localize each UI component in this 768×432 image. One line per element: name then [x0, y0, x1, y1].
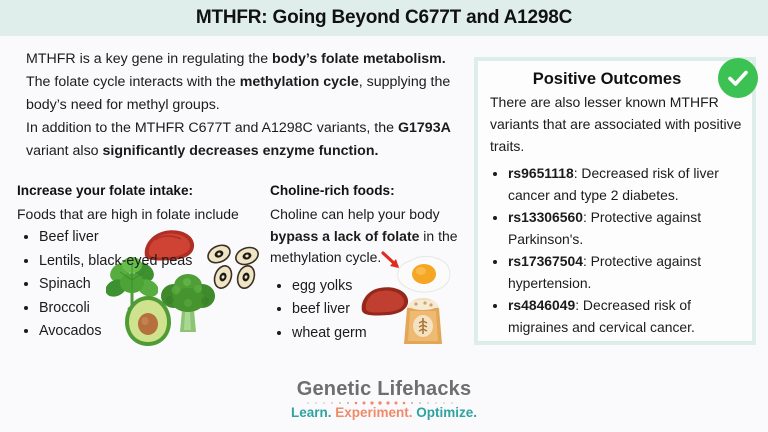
tagline-learn: Learn.: [290, 405, 332, 420]
variant-rsid: rs13306560: [508, 209, 583, 225]
variant-effect: Decreased risk of liver cancer and type …: [508, 165, 719, 203]
list-item: wheat germ: [292, 322, 470, 346]
list-item: Broccoli: [39, 297, 267, 321]
variant-effect: Protective against Parkinson's.: [508, 209, 702, 247]
tagline-optimize: Optimize.: [412, 405, 478, 420]
list-item: beef liver: [292, 298, 470, 322]
folate-subtitle: Foods that are high in folate include: [17, 206, 239, 222]
footer-logo: Genetic Lifehacks Learn. Experiment. Opt…: [0, 378, 768, 421]
positive-outcomes-panel: Positive Outcomes There are also lesser …: [474, 57, 758, 345]
list-item: rs9651118: Decreased risk of liver cance…: [508, 163, 746, 206]
list-item: egg yolks: [292, 275, 470, 299]
list-item: rs17367504: Protective against hypertens…: [508, 251, 746, 294]
list-item: rs4846049: Decreased risk of migraines a…: [508, 295, 746, 338]
intro-paragraph: MTHFR is a key gene in regulating the bo…: [26, 48, 466, 163]
list-item: Beef liver: [39, 226, 267, 250]
variant-effect: Protective against hypertension.: [508, 253, 702, 291]
choline-text-1: Choline can help your body: [270, 206, 440, 222]
intro-text-5: variant also: [26, 143, 103, 159]
brand-name: Genetic Lifehacks: [296, 378, 472, 400]
intro-bold-3: G1793A: [397, 120, 451, 136]
list-item: Spinach: [39, 273, 267, 297]
intro-bold-4: significantly decreases enzyme function.: [102, 143, 379, 159]
choline-food-list: egg yolks beef liver wheat germ: [270, 275, 470, 346]
panel-intro: There are also lesser known MTHFR varian…: [490, 94, 742, 154]
intro-bold-2: methylation cycle: [239, 74, 359, 90]
brand-tagline: Learn. Experiment. Optimize.: [291, 405, 477, 421]
tagline-experiment: Experiment.: [331, 405, 413, 420]
header-bar: MTHFR: Going Beyond C677T and A1298C: [0, 0, 768, 36]
intro-text-3: , supplying the body’s need for methyl g…: [26, 74, 451, 113]
folate-section: Increase your folate intake: Foods that …: [17, 182, 267, 344]
green-check-circle-icon: [718, 58, 758, 98]
list-item: Avocados: [39, 320, 267, 344]
variant-rsid: rs17367504: [508, 253, 583, 269]
page-title: MTHFR: Going Beyond C677T and A1298C: [195, 7, 573, 28]
panel-title: Positive Outcomes: [532, 70, 682, 88]
check-icon: [728, 70, 748, 86]
choline-bold-1: bypass a lack of folate: [270, 227, 420, 244]
variant-list: rs9651118: Decreased risk of liver cance…: [478, 163, 752, 338]
intro-text-4: In addition to the MTHFR C677T and A1298…: [26, 120, 398, 136]
folate-heading: Increase your folate intake:: [17, 183, 194, 198]
choline-paragraph: Choline can help your body bypass a lack…: [270, 204, 470, 269]
dotted-divider-icon: [307, 401, 453, 405]
choline-text-2: in the methylation cycle.: [270, 227, 458, 266]
choline-section: Choline-rich foods: Choline can help you…: [270, 182, 470, 345]
choline-heading: Choline-rich foods:: [270, 183, 395, 198]
folate-food-list: Beef liver Lentils, black-eyed peas Spin…: [17, 226, 267, 344]
intro-text-2: The folate cycle interacts with the: [26, 74, 240, 90]
variant-effect: Decreased risk of migraines and cervical…: [508, 297, 695, 335]
variant-rsid: rs4846049: [508, 297, 576, 313]
list-item: rs13306560: Protective against Parkinson…: [508, 207, 746, 250]
list-item: Lentils, black-eyed peas: [39, 250, 267, 274]
variant-rsid: rs9651118: [508, 165, 574, 181]
intro-bold-1: body’s folate metabolism.: [272, 51, 446, 67]
intro-text-1: MTHFR is a key gene in regulating the: [26, 51, 273, 67]
